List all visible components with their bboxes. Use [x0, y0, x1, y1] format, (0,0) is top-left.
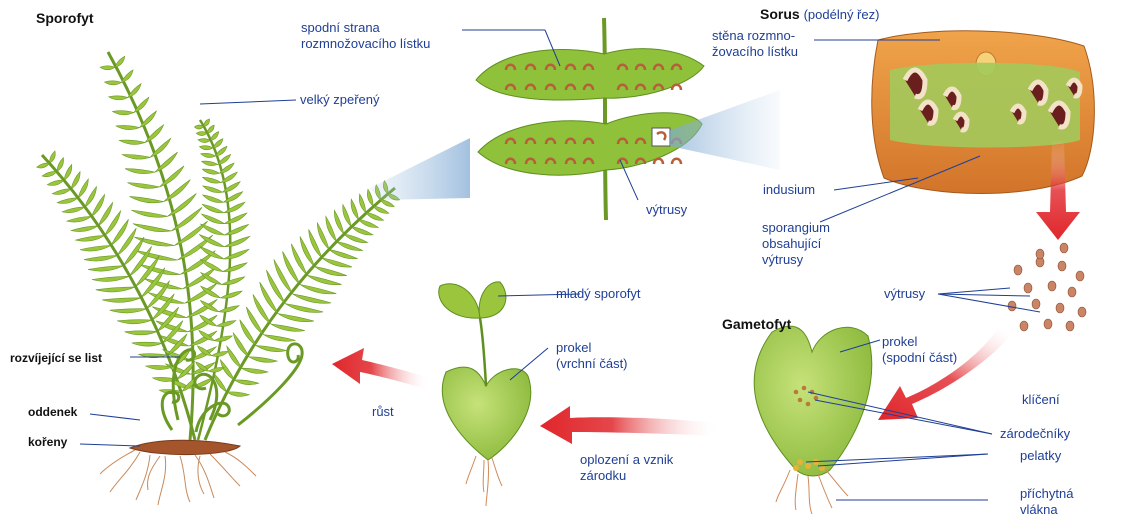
- rozvijejici-label: rozvíjející se list: [10, 350, 102, 366]
- gametofyt-title: Gametofyt: [722, 316, 791, 332]
- vytrusy-right-label: výtrusy: [884, 286, 925, 302]
- rust-label: růst: [372, 404, 394, 420]
- vytrusy-top-label: výtrusy: [646, 202, 687, 218]
- fern-sporophyte: [37, 52, 400, 505]
- oplozeni-label: oplození a vznik zárodku: [580, 452, 673, 484]
- oddenek-label: oddenek: [28, 404, 77, 420]
- zarodecniky-label: zárodečníky: [1000, 426, 1070, 442]
- spodni-strana-label: spodní strana rozmnožovacího lístku: [301, 20, 430, 52]
- pinna-underside: [476, 18, 704, 220]
- arrow-fertilisation: [540, 406, 720, 444]
- indusium-label: indusium: [763, 182, 815, 198]
- prokel-vrchni-label: prokel (vrchní část): [556, 340, 628, 372]
- prokel-spodni-label: prokel (spodní část): [882, 334, 957, 366]
- zoom-beam-2: [670, 90, 780, 170]
- mlady-sporofyt-label: mladý sporofyt: [556, 286, 641, 302]
- sporofyt-title: Sporofyt: [36, 10, 94, 26]
- young-sporophyte: [439, 282, 531, 506]
- gametophyte: [754, 326, 872, 514]
- sporangium-label: sporangium obsahující výtrusy: [762, 220, 830, 268]
- arrow-growth: [332, 348, 430, 390]
- velky-zpereny-label: velký zpeřený: [300, 92, 379, 108]
- pelatky-label: pelatky: [1020, 448, 1061, 464]
- sorus-subtitle: (podélný řez): [804, 7, 880, 22]
- sorus-title-text: Sorus: [760, 6, 800, 22]
- sorus-title: Sorus (podélný řez): [760, 6, 879, 23]
- zoom-beam-1: [370, 138, 470, 200]
- prichytna-label: příchytná vlákna: [1020, 486, 1073, 518]
- stena-label: stěna rozmno- žovacího lístku: [712, 28, 798, 60]
- spores-cluster: [1008, 243, 1086, 331]
- koreny-label: kořeny: [28, 434, 67, 450]
- kliceni-label: klíčení: [1022, 392, 1060, 408]
